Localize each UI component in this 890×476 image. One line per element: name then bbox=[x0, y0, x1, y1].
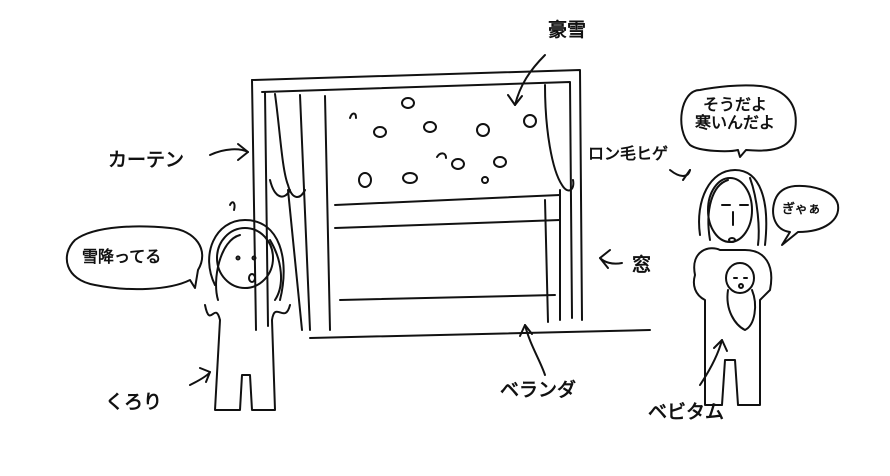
annotation-arrows bbox=[189, 54, 728, 386]
label-window: 窓 bbox=[632, 254, 652, 276]
speech-baby: ぎゃぁ bbox=[782, 202, 821, 217]
speech-man: そうだよ 寒いんだよ bbox=[690, 95, 780, 133]
curtain-left bbox=[269, 93, 331, 331]
window-frame bbox=[251, 69, 651, 339]
speech-man-line2: 寒いんだよ bbox=[694, 113, 775, 133]
label-long-hair-beard: ロン毛ヒゲ bbox=[588, 144, 669, 163]
snowflakes bbox=[349, 97, 537, 188]
curtain-right bbox=[544, 84, 575, 323]
speech-girl: 雪降ってる bbox=[82, 247, 162, 266]
speech-bubbles bbox=[65, 84, 840, 291]
label-veranda: ベランダ bbox=[500, 379, 577, 401]
speech-man-line1: そうだよ bbox=[702, 95, 767, 114]
man-ronge-hige bbox=[692, 169, 773, 406]
label-kurori: くろり bbox=[105, 391, 163, 413]
label-heavy-snow: 豪雪 bbox=[548, 19, 587, 41]
label-bebitamu: ベビタム bbox=[648, 401, 725, 423]
label-curtain: カーテン bbox=[108, 149, 185, 171]
girl-kurori bbox=[204, 201, 291, 411]
